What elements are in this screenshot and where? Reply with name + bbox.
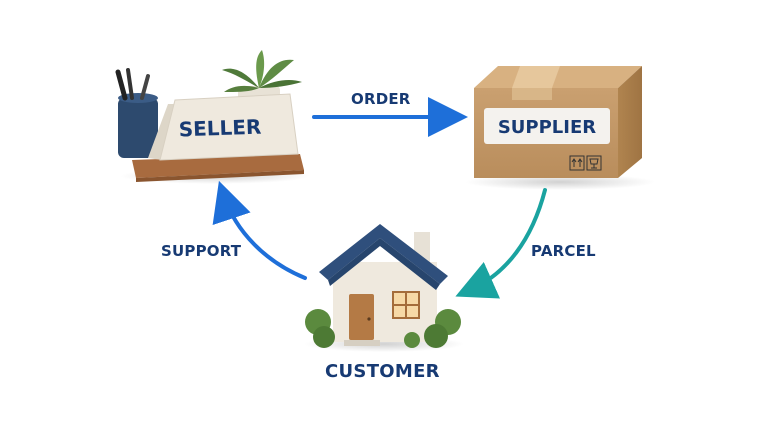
support-edge-label: SUPPORT [161, 242, 242, 260]
cardboard-box-icon [465, 66, 655, 190]
supplier-label: SUPPLIER [497, 117, 597, 138]
house-icon [304, 224, 464, 352]
parcel-edge-label: PARCEL [531, 242, 596, 260]
seller-label: SELLER [178, 114, 262, 142]
order-edge-label: ORDER [351, 90, 411, 108]
plant-icon [222, 50, 302, 102]
customer-label: CUSTOMER [325, 361, 440, 382]
parcel-arrow [455, 188, 547, 299]
handling-symbols-icon [569, 155, 602, 171]
bush-icon [305, 309, 461, 348]
seller-icon [115, 50, 310, 184]
support-arrow [212, 180, 307, 280]
